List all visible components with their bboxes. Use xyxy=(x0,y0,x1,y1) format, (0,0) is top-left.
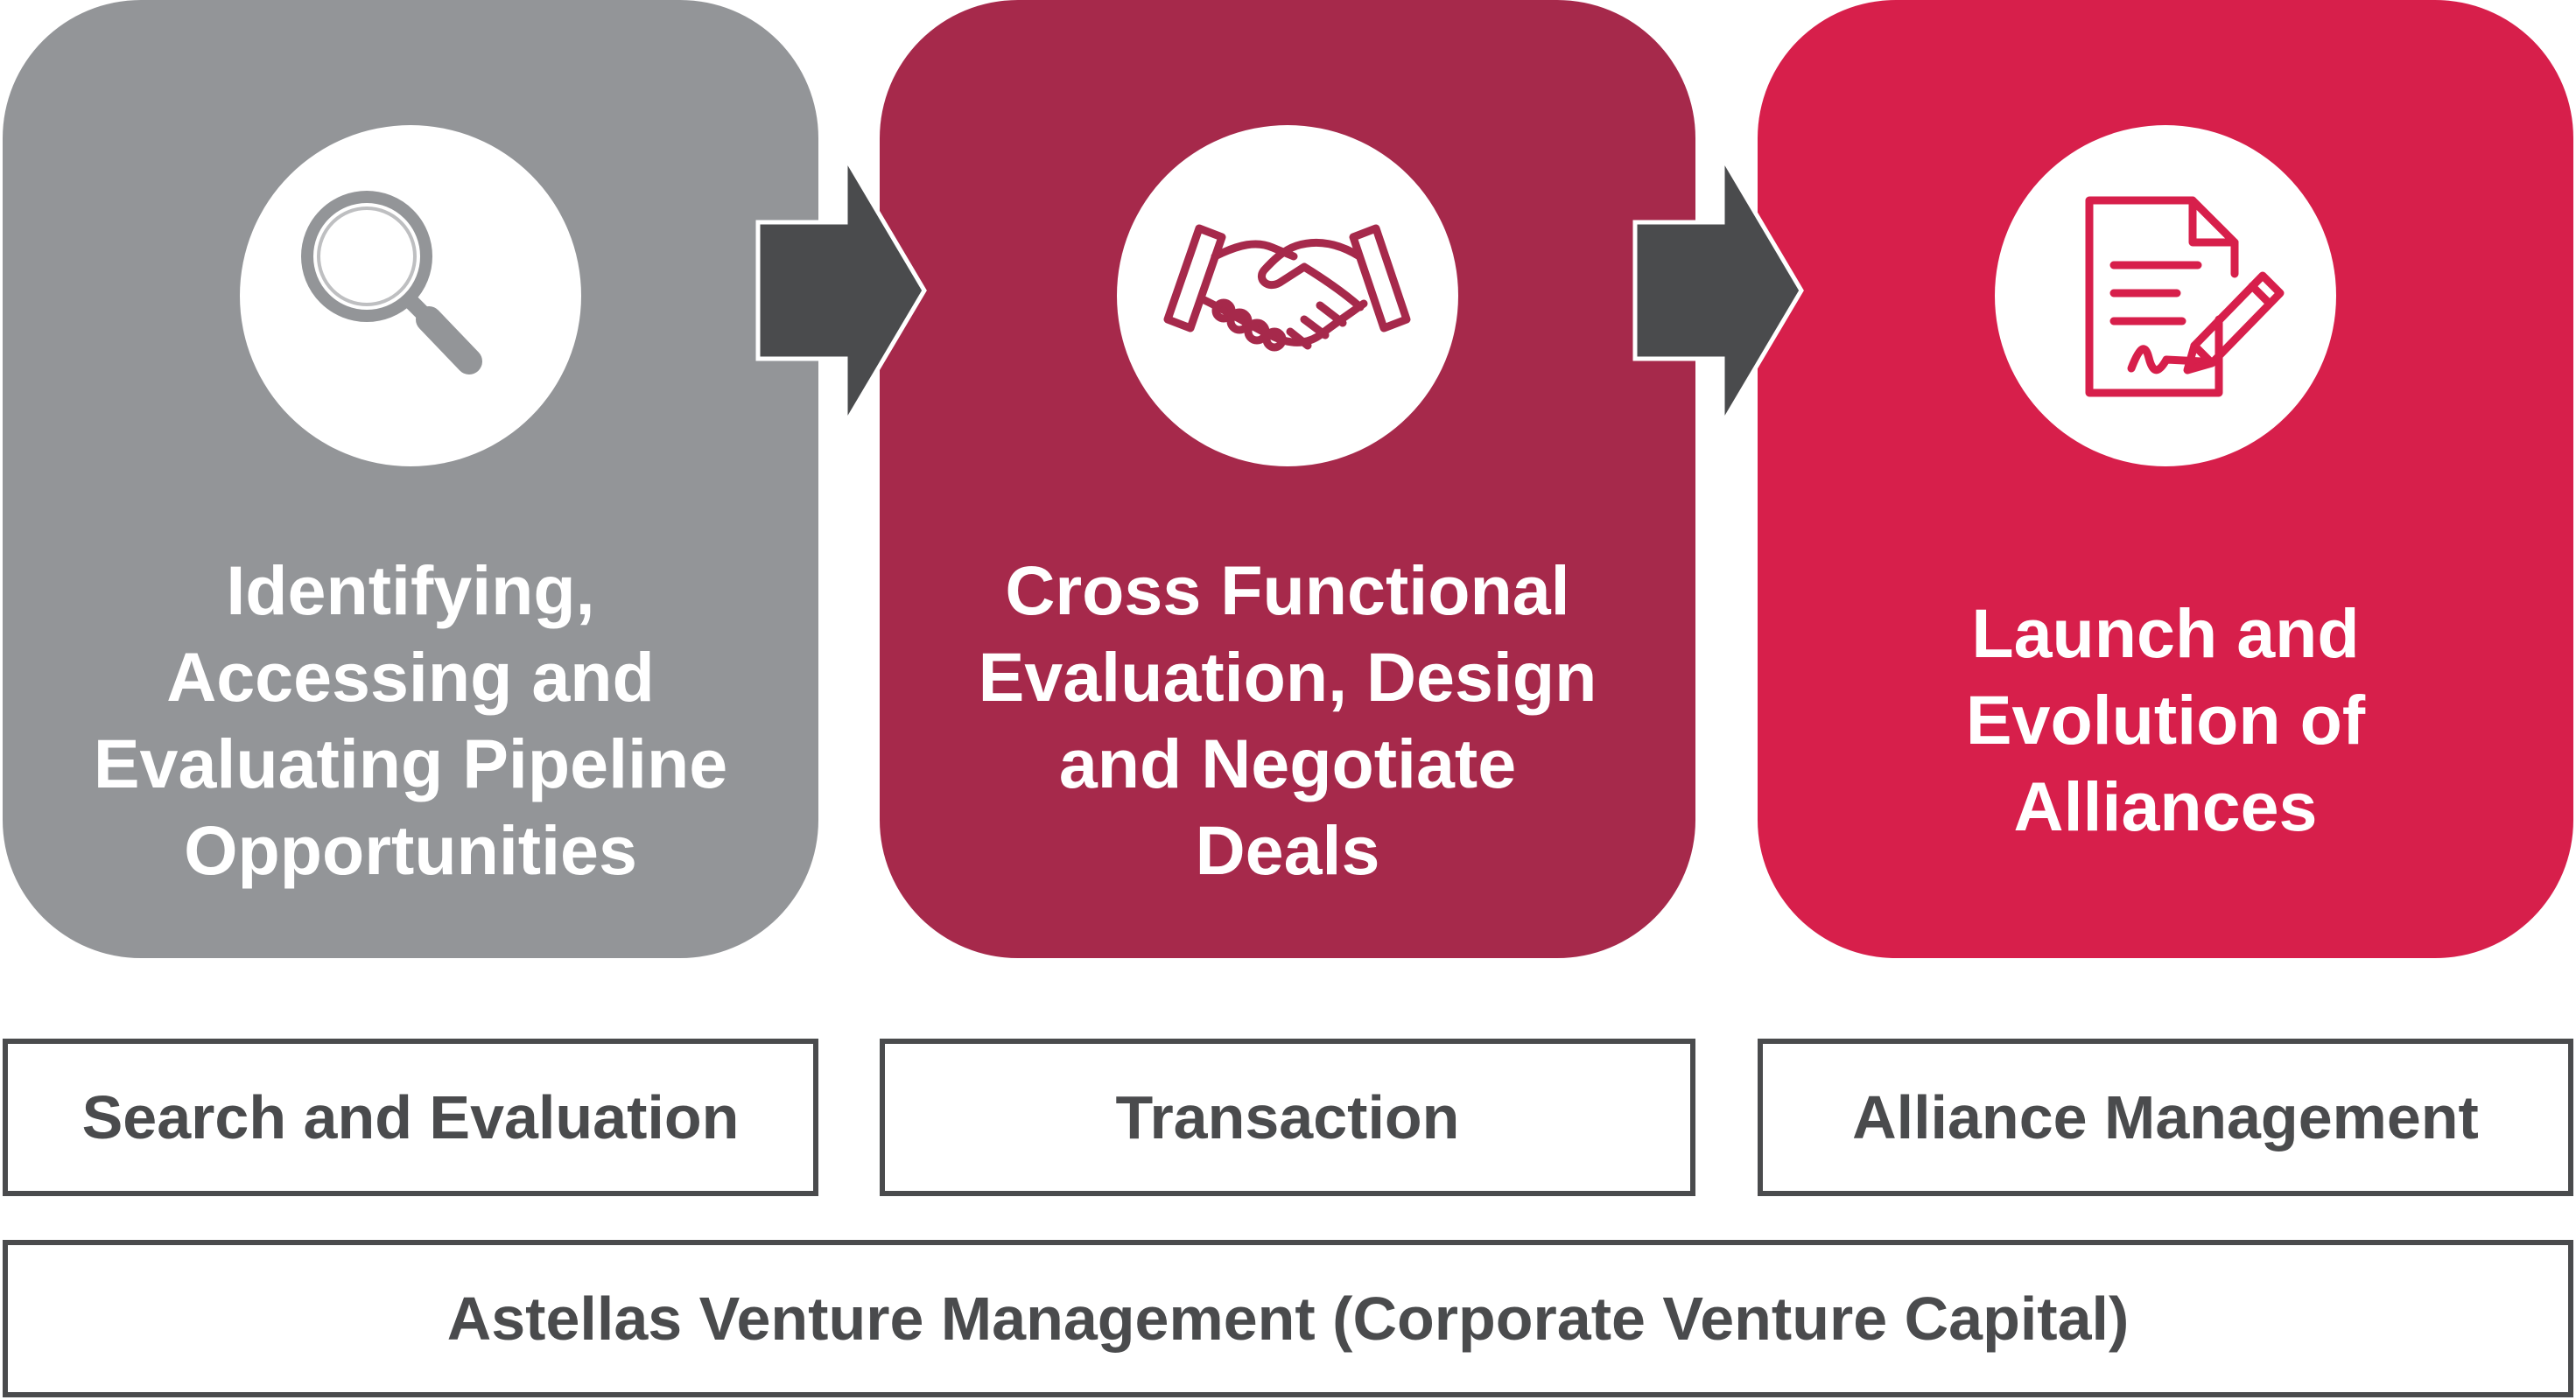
icon-circle xyxy=(1117,125,1458,466)
icon-circle xyxy=(1995,125,2336,466)
panel-description: Cross Functional Evaluation, Design and … xyxy=(978,550,1597,889)
magnifying-glass-icon xyxy=(301,191,482,374)
phase-label-box: Search and Evaluation xyxy=(3,1039,818,1196)
icon-circle xyxy=(240,125,581,466)
phase-label: Search and Evaluation xyxy=(81,1083,740,1152)
arrow-right-icon xyxy=(1632,150,1804,430)
phase-label-box: Alliance Management xyxy=(1758,1039,2573,1196)
panel-description: Identifying, Accessing and Evaluating Pi… xyxy=(93,550,728,889)
panel-description: Launch and Evolution of Alliances xyxy=(1965,594,2366,845)
panel-search: Identifying, Accessing and Evaluating Pi… xyxy=(3,0,818,958)
phase-label: Transaction xyxy=(1115,1083,1460,1152)
phase-label: Alliance Management xyxy=(1852,1083,2479,1152)
handshake-icon xyxy=(1163,224,1411,352)
panel-alliance: Launch and Evolution of Alliances xyxy=(1758,0,2573,958)
venture-management-box: Astellas Venture Management (Corporate V… xyxy=(3,1240,2573,1397)
arrow-right-icon xyxy=(755,150,927,430)
contract-signing-icon xyxy=(2085,196,2285,397)
phase-label-box: Transaction xyxy=(880,1039,1695,1196)
panel-transaction: Cross Functional Evaluation, Design and … xyxy=(880,0,1695,958)
venture-management-label: Astellas Venture Management (Corporate V… xyxy=(446,1284,2130,1353)
